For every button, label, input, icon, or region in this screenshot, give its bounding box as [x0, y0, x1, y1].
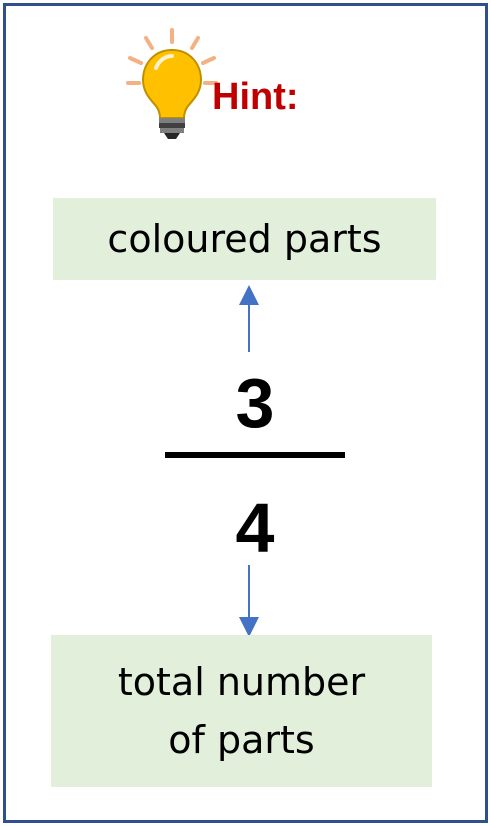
hint-label: Hint:: [212, 76, 299, 118]
denominator-label-line1: total number: [117, 660, 366, 704]
denominator-label: total number of parts: [51, 635, 432, 787]
numerator-label: coloured parts: [53, 198, 436, 280]
fraction-bar: [165, 452, 345, 458]
fraction-denominator: 4: [235, 489, 275, 567]
fraction-numerator: 3: [235, 364, 275, 442]
lightbulb-icon: [126, 28, 218, 139]
denominator-label-line2: of parts: [168, 718, 315, 762]
